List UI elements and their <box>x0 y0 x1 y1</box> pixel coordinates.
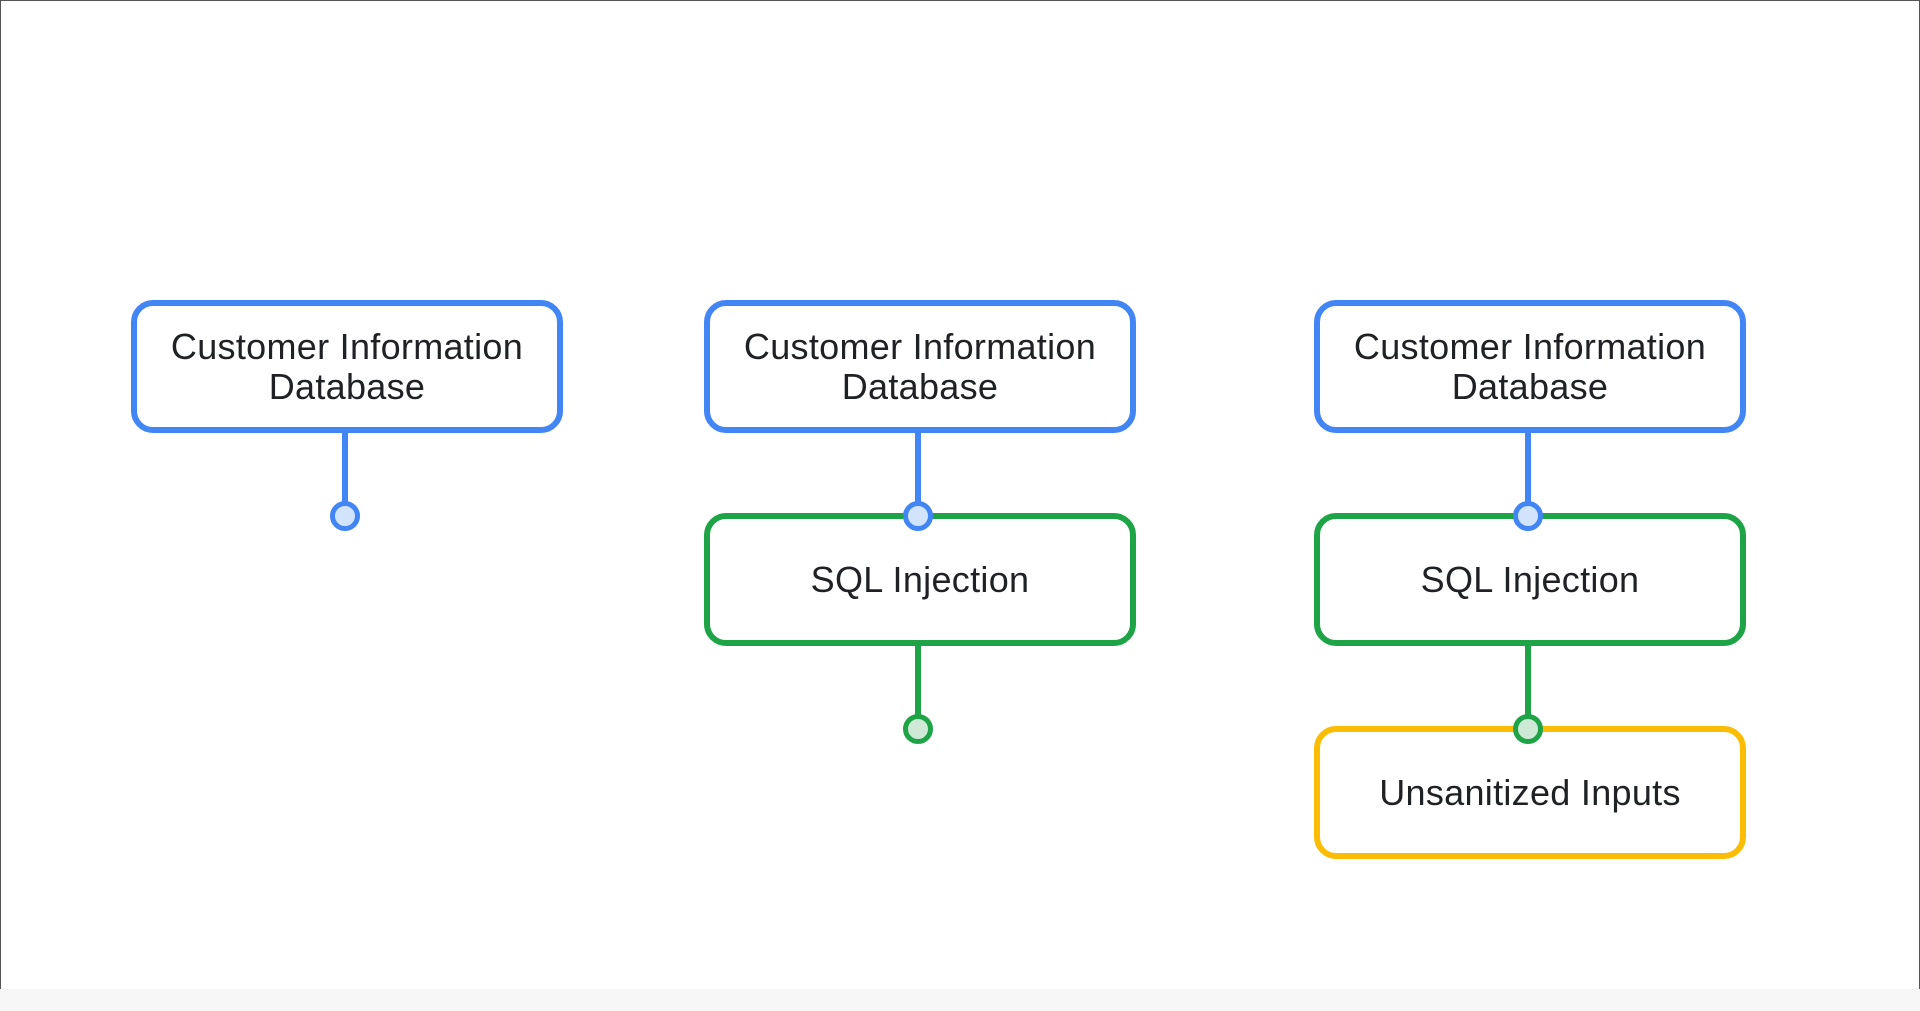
attack-node-3: SQL Injection <box>1314 513 1746 646</box>
attack-node-label: SQL Injection <box>1420 558 1640 600</box>
connector-line-3b <box>1525 646 1531 726</box>
database-node-2: Customer Information Database <box>704 300 1136 433</box>
database-node-label: Customer Information Database <box>1353 325 1707 407</box>
database-node-3: Customer Information Database <box>1314 300 1746 433</box>
connector-line-2b <box>915 646 921 730</box>
connector-line-1 <box>342 433 348 517</box>
database-node-label: Customer Information Database <box>743 325 1097 407</box>
connector-dot-2b <box>903 714 933 744</box>
cause-node-label: Unsanitized Inputs <box>1379 771 1681 813</box>
database-node-label: Customer Information Database <box>170 325 524 407</box>
footer-strip <box>0 989 1920 1011</box>
attack-node-2: SQL Injection <box>704 513 1136 646</box>
connector-line-2 <box>915 433 921 513</box>
connector-dot-3b <box>1513 714 1543 744</box>
connector-dot-2a <box>903 501 933 531</box>
attack-node-label: SQL Injection <box>810 558 1030 600</box>
database-node-1: Customer Information Database <box>131 300 563 433</box>
cause-node-3: Unsanitized Inputs <box>1314 726 1746 859</box>
connector-dot-3a <box>1513 501 1543 531</box>
connector-line-3a <box>1525 433 1531 513</box>
connector-dot-1 <box>330 501 360 531</box>
